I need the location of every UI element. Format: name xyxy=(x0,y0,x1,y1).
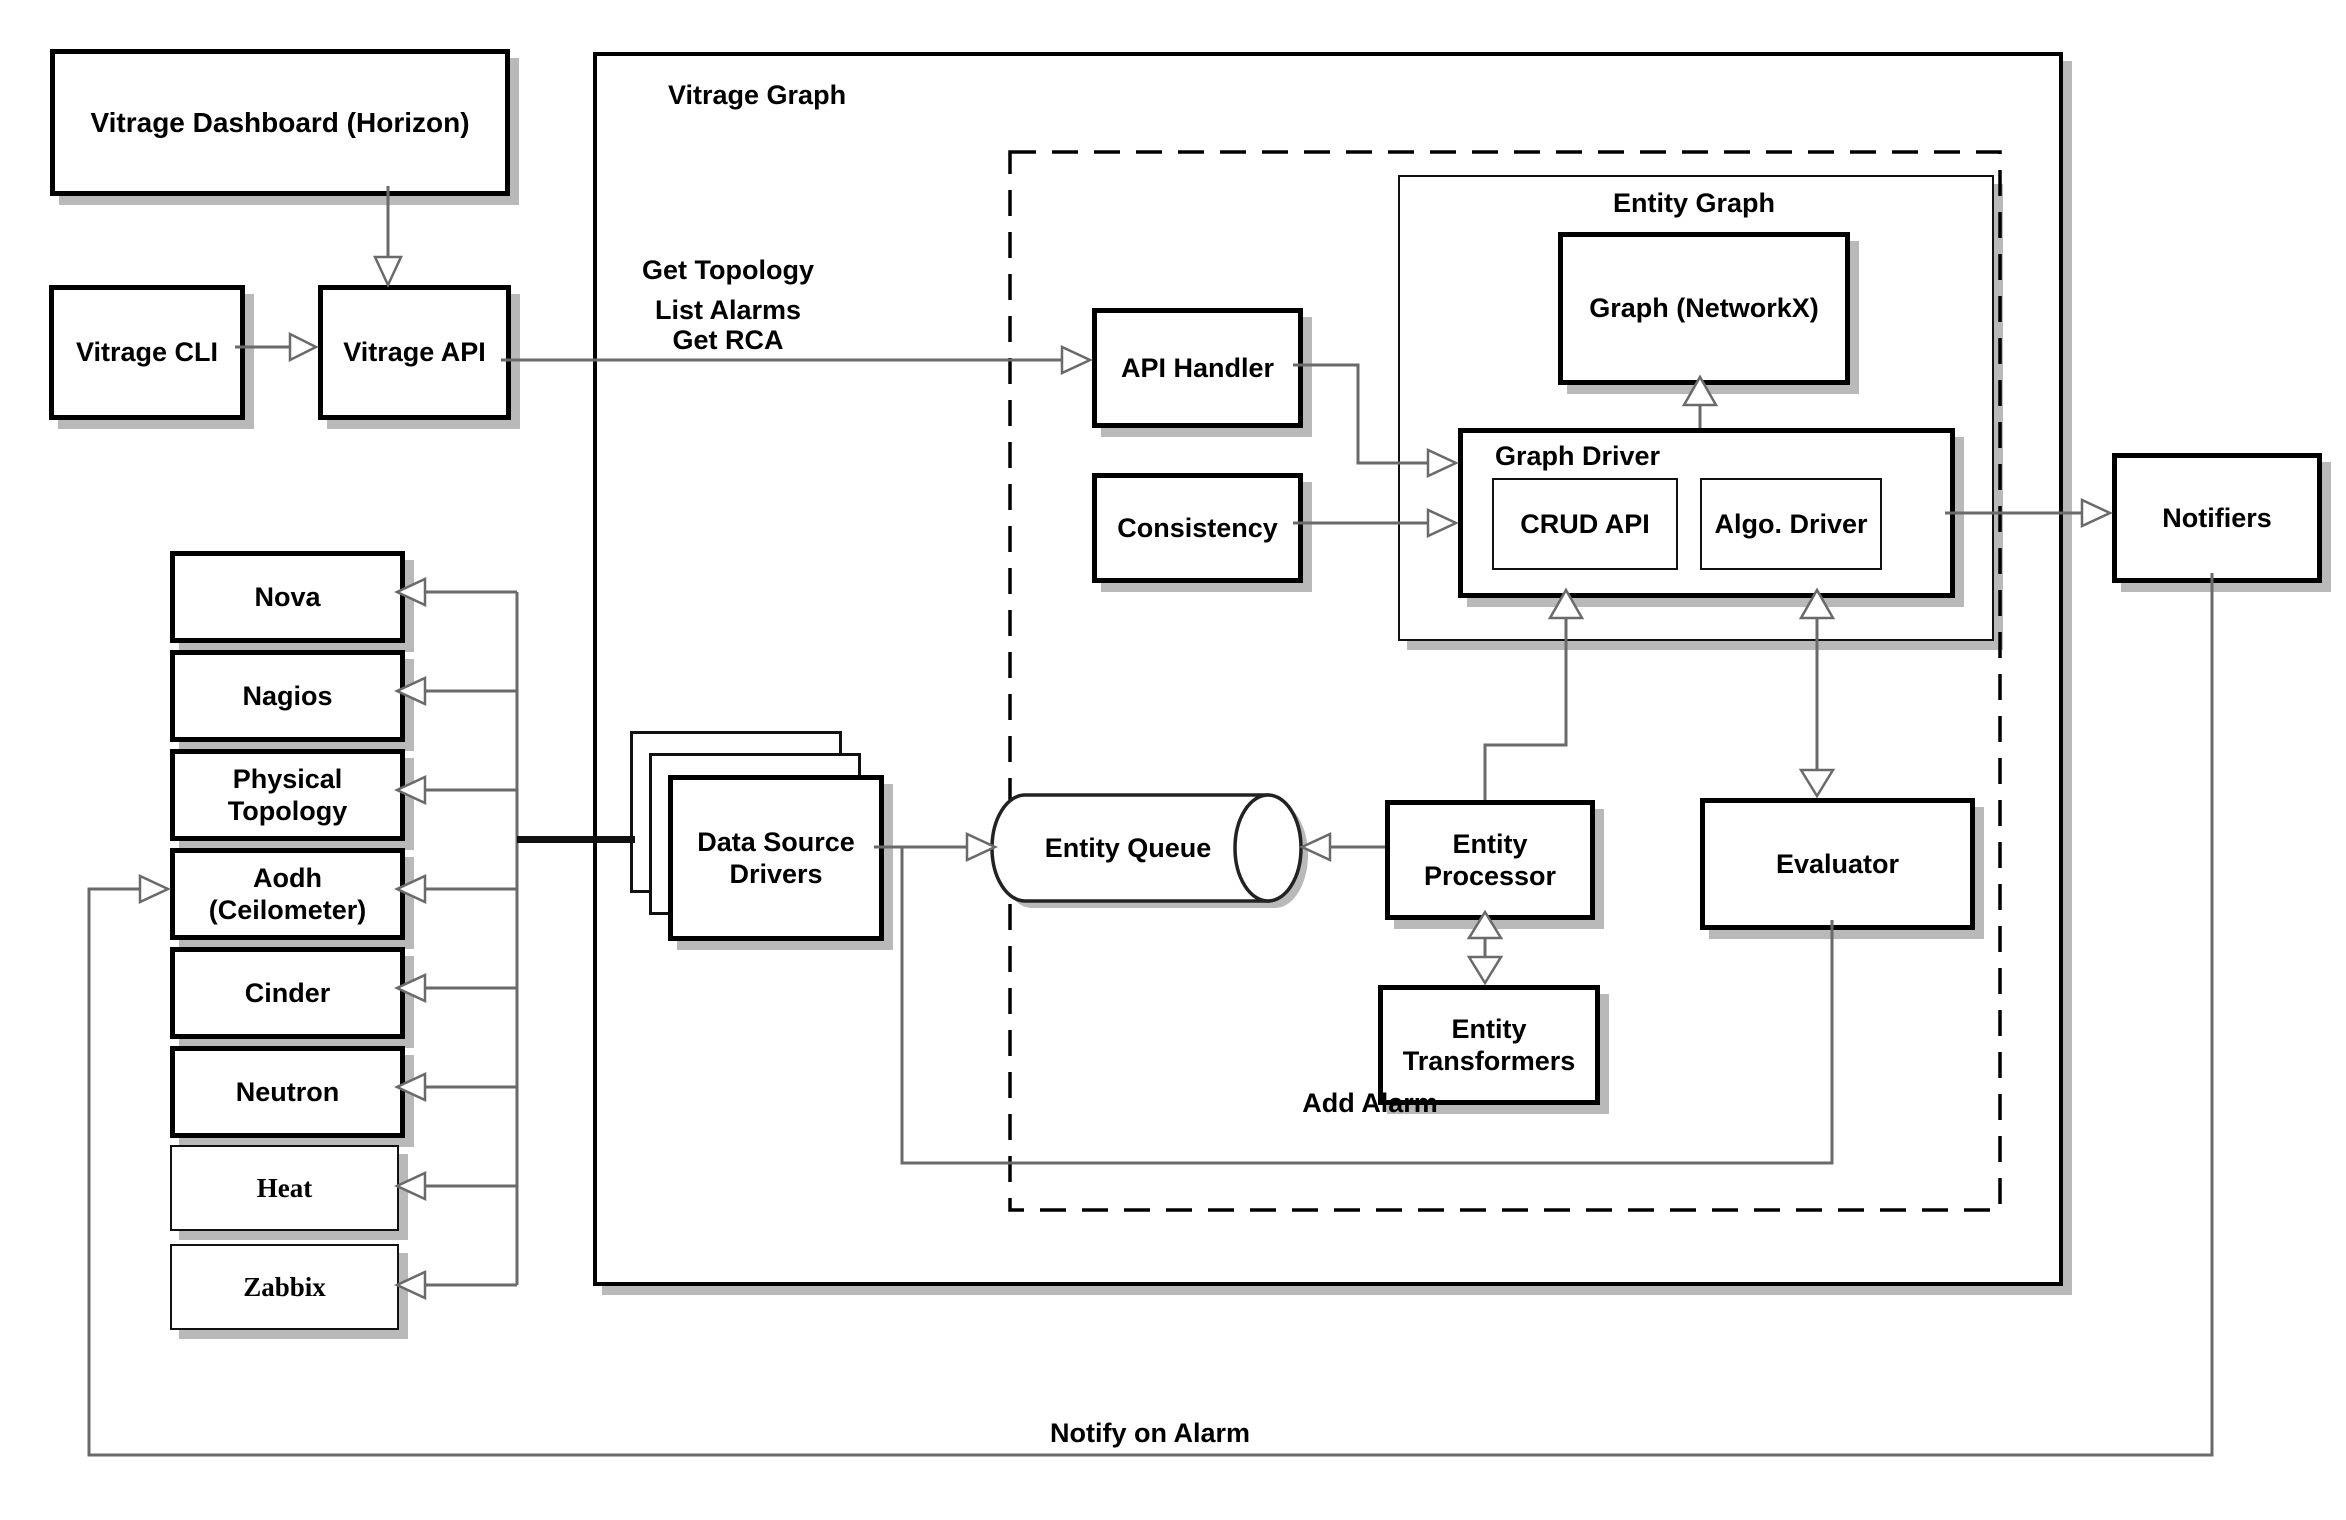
vitrage-cli-label: Vitrage CLI xyxy=(75,337,219,368)
get-topology-label: Get Topology xyxy=(642,255,814,285)
datasource-neutron: Neutron xyxy=(170,1046,405,1138)
get-rca-label: Get RCA xyxy=(672,325,784,355)
arrowhead-into-api-top xyxy=(373,255,403,288)
entity-queue-label: Entity Queue xyxy=(1044,832,1212,863)
datasource-zabbix: Zabbix xyxy=(170,1244,399,1330)
list-alarms-label: List Alarms xyxy=(654,295,802,325)
vitrage-api-label: Vitrage API xyxy=(343,337,486,368)
datasource-neutron-label: Neutron xyxy=(235,1076,340,1107)
datasource-nova-label: Nova xyxy=(254,581,321,612)
vitrage-graph-label: Vitrage Graph xyxy=(668,80,847,110)
vitrage-api-box: Vitrage API xyxy=(318,285,511,420)
datasource-heat: Heat xyxy=(170,1145,399,1231)
graph-networkx-label: Graph (NetworkX) xyxy=(1589,293,1819,324)
datasource-aodh-label: Aodh (Ceilometer) xyxy=(208,862,367,925)
vitrage-cli-box: Vitrage CLI xyxy=(49,285,245,420)
datasource-cinder-label: Cinder xyxy=(244,977,331,1008)
arrowhead-into-zabbix xyxy=(394,1270,427,1300)
datasource-nagios-label: Nagios xyxy=(242,680,333,711)
consistency-box: Consistency xyxy=(1092,473,1303,583)
data-source-drivers-box: Data Source Drivers xyxy=(668,775,884,941)
evaluator-box: Evaluator xyxy=(1700,798,1975,930)
datasource-aodh: Aodh (Ceilometer) xyxy=(170,848,405,940)
vitrage-dashboard-label: Vitrage Dashboard (Horizon) xyxy=(90,106,470,138)
crud-api-box: CRUD API xyxy=(1492,478,1678,570)
notifiers-box: Notifiers xyxy=(2112,453,2322,583)
graph-networkx-box: Graph (NetworkX) xyxy=(1558,232,1850,385)
consistency-label: Consistency xyxy=(1117,512,1278,543)
datasource-physical-topology: Physical Topology xyxy=(170,749,405,841)
api-handler-label: API Handler xyxy=(1120,352,1275,383)
datasource-heat-label: Heat xyxy=(256,1172,313,1203)
datasource-zabbix-label: Zabbix xyxy=(243,1271,326,1302)
vitrage-dashboard-box: Vitrage Dashboard (Horizon) xyxy=(50,49,510,196)
entity-graph-label: Entity Graph xyxy=(1612,188,1775,218)
entity-processor-box: Entity Processor xyxy=(1385,800,1595,920)
entity-transformers-box: Entity Transformers xyxy=(1378,985,1600,1105)
algo-driver-label: Algo. Driver xyxy=(1714,508,1868,539)
crud-api-label: CRUD API xyxy=(1520,508,1650,539)
arrowhead-into-notifiers xyxy=(2080,498,2113,528)
arrowhead-into-api-left xyxy=(288,331,319,363)
notifiers-label: Notifiers xyxy=(2162,502,2272,533)
algo-driver-box: Algo. Driver xyxy=(1700,478,1882,570)
graph-driver-label: Graph Driver xyxy=(1495,441,1661,471)
datasource-nova: Nova xyxy=(170,551,405,643)
evaluator-label: Evaluator xyxy=(1775,848,1900,879)
notify-on-alarm-label: Notify on Alarm xyxy=(1049,1418,1250,1448)
arrowhead-into-heat xyxy=(394,1171,427,1201)
entity-processor-label: Entity Processor xyxy=(1423,828,1557,891)
datasource-physical-topology-label: Physical Topology xyxy=(227,763,348,826)
entity-transformers-label: Entity Transformers xyxy=(1402,1013,1576,1076)
data-source-drivers-label: Data Source Drivers xyxy=(697,826,855,889)
datasource-cinder: Cinder xyxy=(170,947,405,1039)
datasource-nagios: Nagios xyxy=(170,650,405,742)
add-alarm-label: Add Alarm xyxy=(1302,1088,1438,1118)
arrowhead-into-aodh-left xyxy=(138,874,171,904)
api-handler-box: API Handler xyxy=(1092,308,1303,428)
